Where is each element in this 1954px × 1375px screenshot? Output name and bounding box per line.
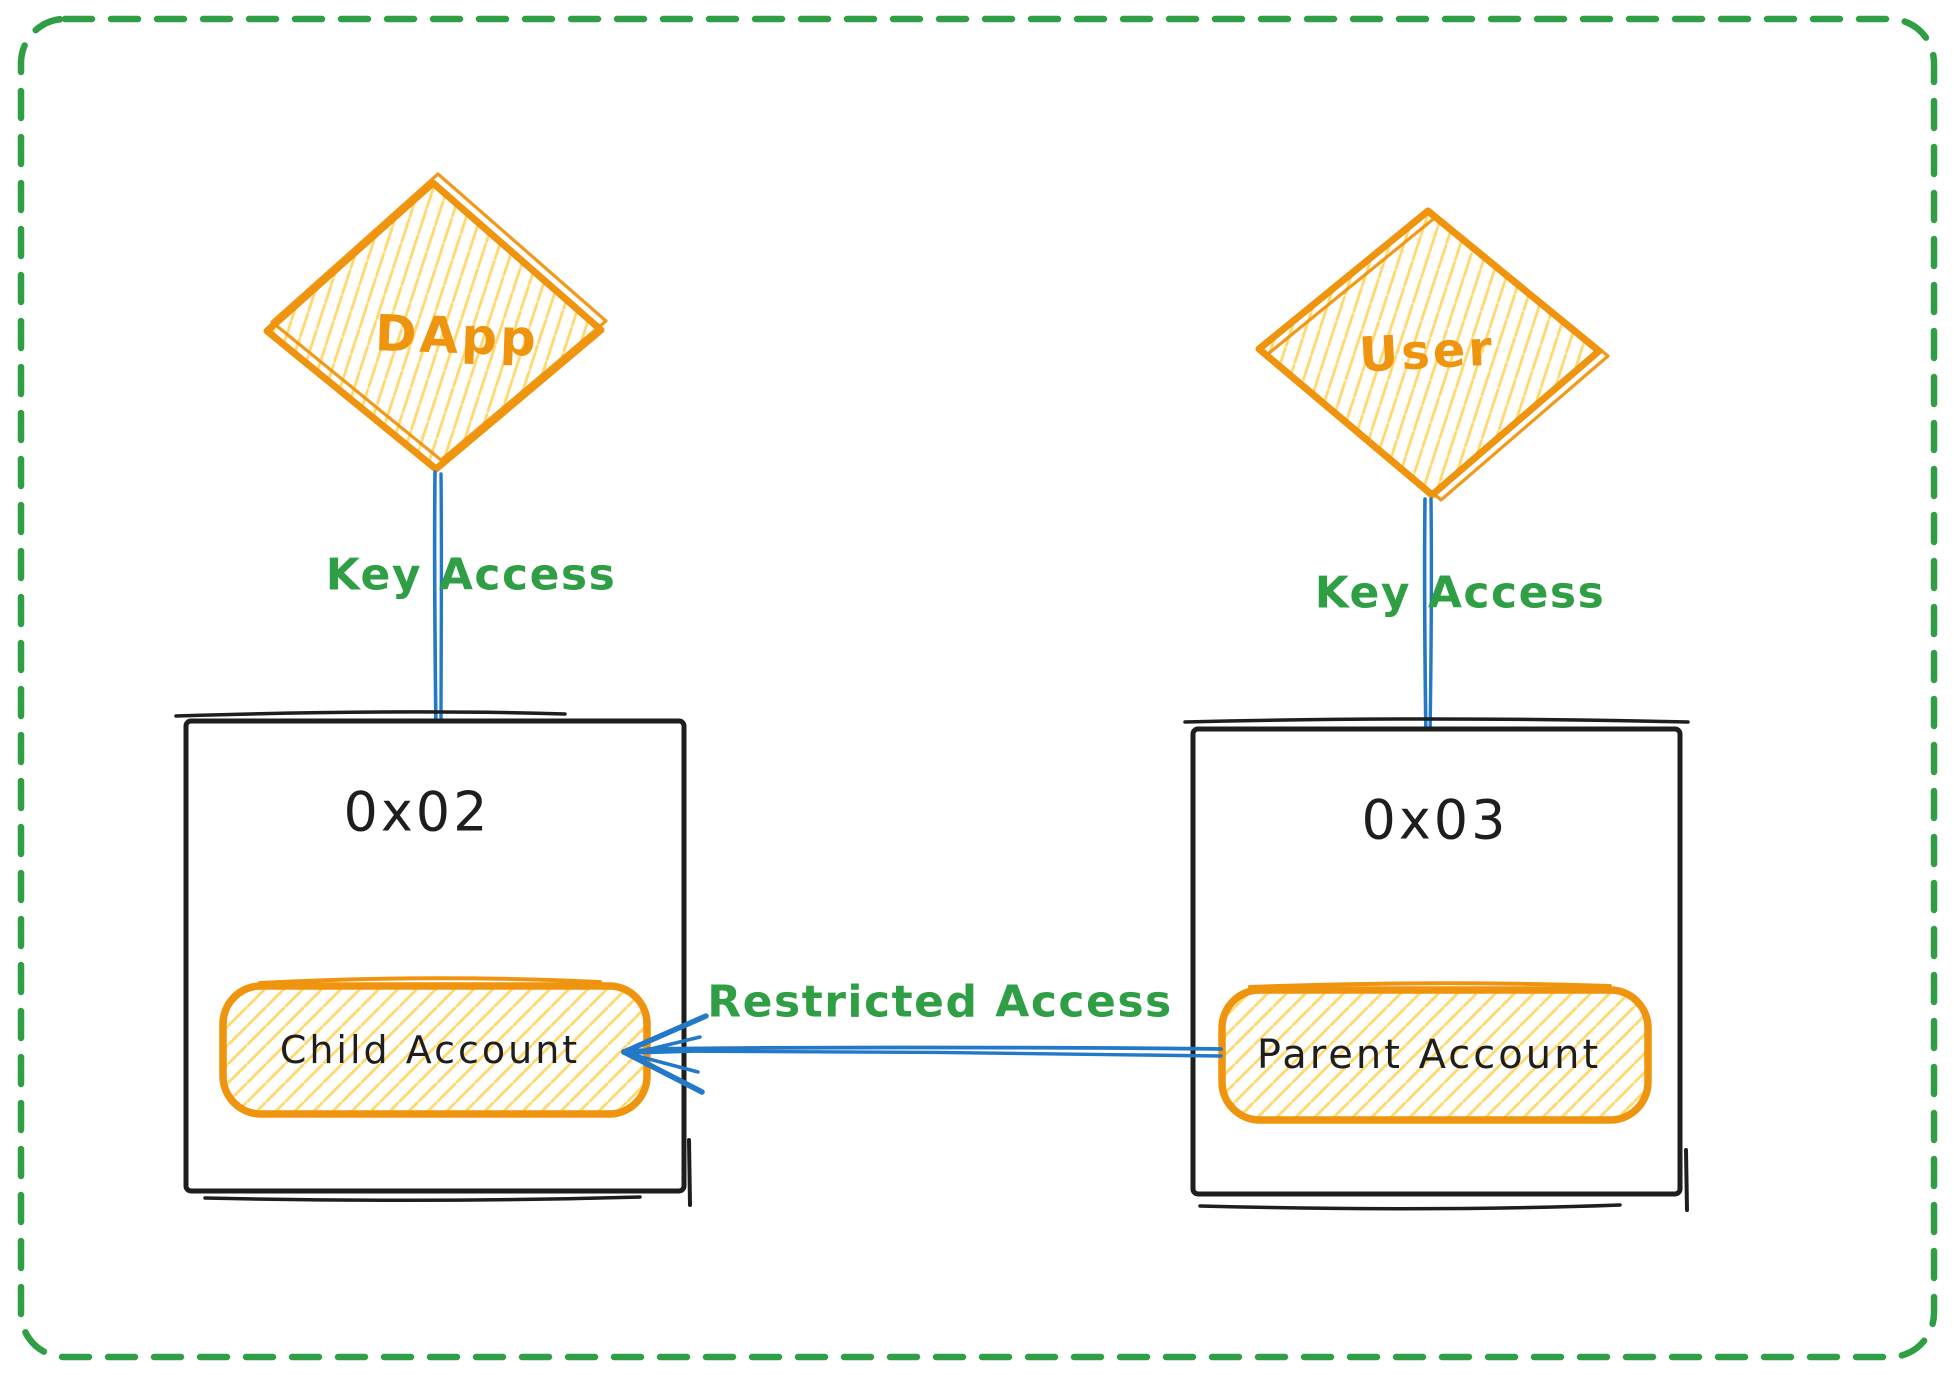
canvas-dashed-border [17,15,1938,1361]
user-diamond [1255,207,1610,502]
user-diamond-label: User [1357,320,1497,384]
right-box-title: 0x03 [1361,788,1509,852]
child-account-label: Child Account [279,1028,581,1072]
key-access-label-dapp: Key Access [325,549,617,601]
key-access-edge-user [1422,497,1434,743]
left-box-title: 0x02 [343,780,491,844]
restricted-access-label: Restricted Access [707,976,1173,1028]
key-access-edge-dapp [432,470,444,736]
parent-account-label: Parent Account [1256,1032,1602,1078]
key-access-label-user: Key Access [1314,567,1606,619]
dapp-diamond-label: DApp [374,304,540,368]
child-account-pill [219,976,651,1118]
restricted-access-arrow [621,1013,1223,1095]
dapp-diamond [263,172,608,473]
